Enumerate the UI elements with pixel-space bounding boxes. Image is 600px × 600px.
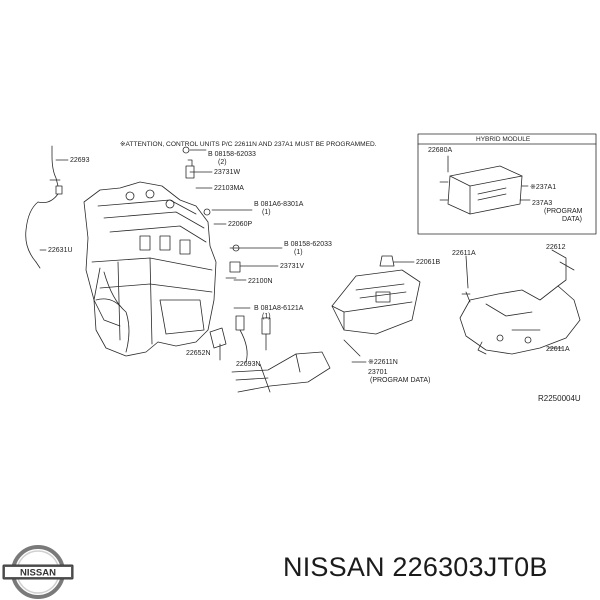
sensor-22693-wire xyxy=(25,145,63,269)
label-237a3-note-2: DATA) xyxy=(562,216,582,223)
label-22100n: 22100N xyxy=(248,278,273,285)
engine-drawing xyxy=(83,181,217,357)
part-caption: NISSAN 226303JT0B xyxy=(283,552,548,582)
label-22652n: 22652N xyxy=(186,350,211,357)
label-237a1: ※237A1 xyxy=(530,184,556,191)
label-23731w: 23731W xyxy=(214,169,240,176)
label-08158-62033-a: B 08158-62033 xyxy=(208,151,256,158)
hybrid-module-box xyxy=(417,133,597,235)
nissan-logo-text: NISSAN xyxy=(20,568,56,579)
label-237a3: 237A3 xyxy=(532,200,552,207)
label-23731v: 23731V xyxy=(280,263,304,270)
label-22611n: ※22611N xyxy=(368,359,398,366)
label-237a3-note-1: (PROGRAM xyxy=(544,208,583,215)
label-22060p: 22060P xyxy=(228,221,252,228)
label-23701: 23701 xyxy=(368,369,388,376)
label-22611a-top: 22611A xyxy=(452,250,476,257)
label-081a8-6121a: B 081A8-6121A xyxy=(254,305,304,312)
exhaust-pipe xyxy=(231,351,331,393)
hybrid-module-title: HYBRID MODULE xyxy=(476,136,531,143)
label-081a6-8301a: B 081A6-8301A xyxy=(254,201,304,208)
label-22693: 22693 xyxy=(70,157,90,164)
label-081a8-6121a-qty: (1) xyxy=(262,313,271,320)
label-22631u: 22631U xyxy=(48,247,73,254)
ecu-23701 xyxy=(331,269,421,363)
label-22612: 22612 xyxy=(546,244,566,251)
diagram-labels: ※ATTENTION, CONTROL UNITS P/C 22611N AND… xyxy=(48,136,583,403)
label-22693n: 22693N xyxy=(236,361,261,368)
label-22061b: 22061B xyxy=(416,259,440,266)
sensor-22100n xyxy=(225,261,241,279)
label-23701-note: (PROGRAM DATA) xyxy=(370,377,430,384)
bracket-22612 xyxy=(459,249,581,355)
diagram-reference-code: R2250004U xyxy=(538,394,581,403)
label-22680a: 22680A xyxy=(428,147,452,154)
label-08158-62033-b: B 08158-62033 xyxy=(284,241,332,248)
sensor-23731w xyxy=(185,159,195,179)
label-22103ma: 22103MA xyxy=(214,185,244,192)
nut-22061b xyxy=(379,255,415,267)
label-08158-62033-b-qty: (1) xyxy=(294,249,303,256)
bolt-icon xyxy=(182,146,240,252)
label-081a6-8301a-qty: (1) xyxy=(262,209,271,216)
sensor-22693n xyxy=(235,315,271,363)
sensor-22652n xyxy=(209,327,227,361)
nissan-logo: NISSAN xyxy=(2,545,74,599)
label-08158-62033-a-qty: (2) xyxy=(218,159,227,166)
programming-note: ※ATTENTION, CONTROL UNITS P/C 22611N AND… xyxy=(120,141,377,148)
label-22611a-bottom: 22611A xyxy=(546,346,570,353)
